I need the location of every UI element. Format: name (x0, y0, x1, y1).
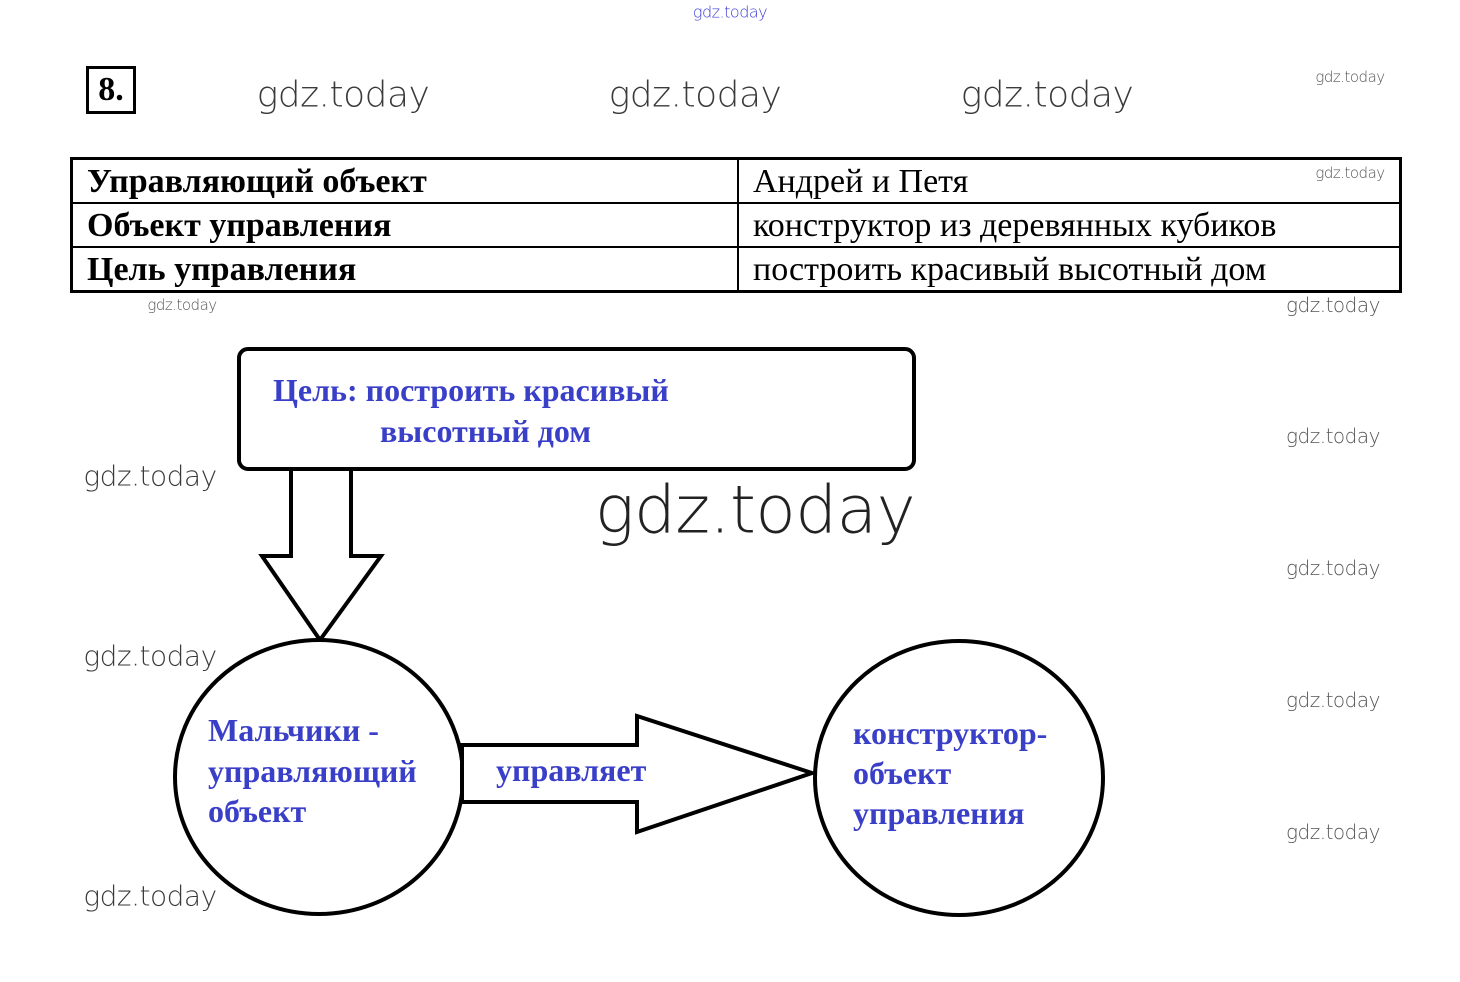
watermark: gdz.today (1286, 293, 1380, 317)
row-value: Андрей и Петя (737, 157, 1402, 204)
watermark: gdz.today (1286, 820, 1380, 844)
watermark: gdz.today (594, 471, 916, 549)
left-node-line: объект (208, 793, 307, 829)
watermark: gdz.today (83, 879, 217, 913)
row-key: Цель управления (70, 246, 739, 293)
arrow-label: управляет (496, 752, 647, 788)
right-node-line: объект (853, 755, 952, 791)
right-node-line: конструктор- (853, 715, 1048, 751)
watermark: gdz.today (1315, 164, 1385, 182)
watermark: gdz.today (1286, 424, 1380, 448)
goal-line-2: высотный дом (380, 413, 591, 449)
watermark: gdz.today (83, 459, 217, 493)
watermark: gdz.today (256, 74, 430, 116)
watermark: gdz.today (960, 74, 1134, 116)
goal-line-1: Цель: построить красивый (273, 372, 669, 408)
left-node-line: управляющий (208, 753, 417, 789)
watermark: gdz.today (1286, 556, 1380, 580)
left-node-line: Мальчики - (208, 712, 379, 748)
controlled-object-circle (813, 639, 1105, 917)
row-key: Управляющий объект (70, 157, 739, 204)
task-number: 8. (86, 66, 136, 114)
down-arrow (258, 467, 385, 644)
watermark: gdz.today (1286, 688, 1380, 712)
right-node-line: управления (853, 795, 1025, 831)
row-value: построить красивый высотный дом (737, 246, 1402, 293)
row-key: Объект управления (70, 202, 739, 248)
goal-box (237, 347, 916, 471)
watermark: gdz.today (692, 2, 768, 22)
controls-arrow (460, 713, 819, 835)
watermark: gdz.today (147, 296, 217, 314)
row-value: конструктор из деревянных кубиков (737, 202, 1402, 248)
watermark: gdz.today (608, 74, 782, 116)
watermark: gdz.today (1315, 68, 1385, 86)
watermark: gdz.today (83, 639, 217, 673)
